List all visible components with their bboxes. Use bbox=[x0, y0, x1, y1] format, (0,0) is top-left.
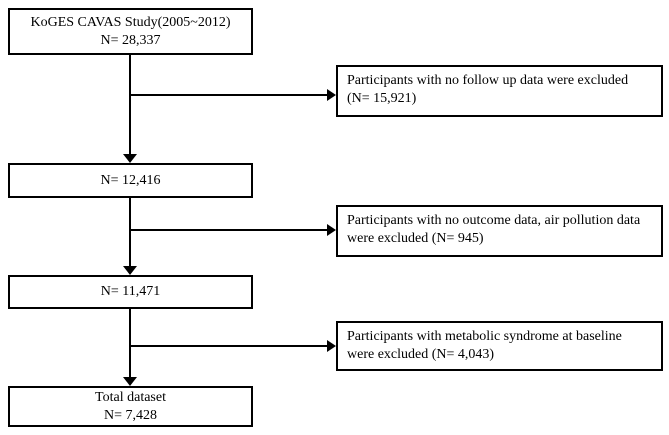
arrow-right-icon bbox=[327, 224, 336, 236]
exclusion-no-outcome-box: Participants with no outcome data, air p… bbox=[336, 205, 663, 257]
connector-horizontal-1 bbox=[130, 94, 328, 96]
exclusion-metabolic-box: Participants with metabolic syndrome at … bbox=[336, 321, 663, 371]
study-title: KoGES CAVAS Study(2005~2012) bbox=[30, 14, 231, 30]
total-dataset-box: Total dataset N= 7,428 bbox=[8, 386, 253, 427]
total-dataset-n: N= 7,428 bbox=[103, 407, 157, 423]
connector-horizontal-2 bbox=[130, 229, 328, 231]
arrow-right-icon bbox=[327, 89, 336, 101]
exclusion-metabolic-line1: Participants with metabolic syndrome at … bbox=[347, 329, 622, 344]
arrow-down-icon bbox=[123, 154, 137, 163]
study-population-box: KoGES CAVAS Study(2005~2012) N= 28,337 bbox=[8, 8, 253, 55]
exclusion-no-followup-line1: Participants with no follow up data were… bbox=[347, 73, 629, 88]
after-outcome-n: N= 11,471 bbox=[100, 284, 161, 299]
arrow-down-icon bbox=[123, 266, 137, 275]
connector-vertical-1 bbox=[129, 55, 131, 155]
after-followup-n: N= 12,416 bbox=[100, 172, 161, 188]
exclusion-no-outcome-line2: were excluded (N= 945) bbox=[347, 231, 484, 246]
exclusion-no-followup-box: Participants with no follow up data were… bbox=[336, 65, 663, 117]
connector-vertical-2 bbox=[129, 198, 131, 267]
exclusion-metabolic-line2: were excluded (N= 4,043) bbox=[347, 347, 495, 362]
study-n: N= 28,337 bbox=[100, 32, 161, 48]
after-outcome-exclusion-box: N= 11,471 bbox=[8, 275, 253, 309]
exclusion-no-followup-line2: (N= 15,921) bbox=[347, 91, 417, 106]
connector-vertical-3 bbox=[129, 309, 131, 378]
connector-horizontal-3 bbox=[130, 345, 328, 347]
arrow-right-icon bbox=[327, 340, 336, 352]
arrow-down-icon bbox=[123, 377, 137, 386]
exclusion-no-outcome-line1: Participants with no outcome data, air p… bbox=[347, 213, 641, 228]
total-dataset-label: Total dataset bbox=[95, 389, 166, 405]
after-followup-exclusion-box: N= 12,416 bbox=[8, 163, 253, 198]
